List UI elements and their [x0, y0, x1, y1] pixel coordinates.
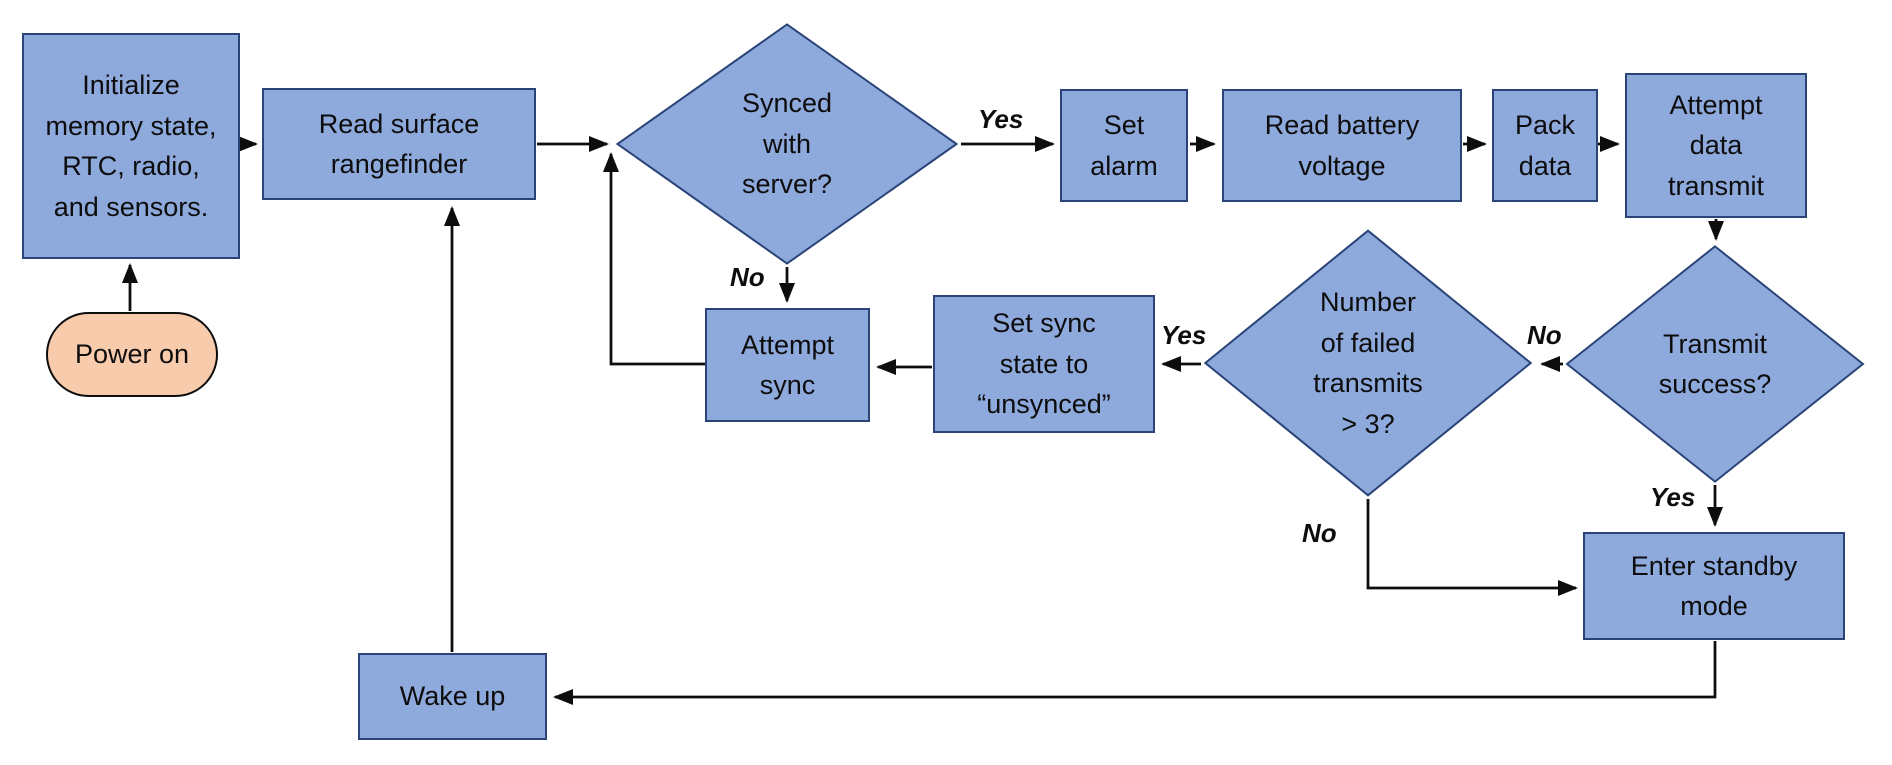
diamond-shape — [1564, 244, 1866, 484]
edge-standby-to-wake-up — [553, 641, 1717, 705]
node-power-on: Power on — [46, 312, 218, 397]
node-wake-up: Wake up — [358, 653, 547, 740]
edge-label-success-yes: Yes — [1650, 482, 1696, 512]
edge-failed-no-to-standby — [1366, 499, 1578, 596]
node-read-battery: Read battery voltage — [1222, 89, 1462, 202]
node-initialize: Initialize memory state, RTC, radio, and… — [22, 33, 240, 259]
node-set-sync-state-label: Set sync state to “unsynced” — [977, 308, 1111, 420]
node-set-alarm: Set alarm — [1060, 89, 1188, 202]
node-set-alarm-label: Set alarm — [1090, 110, 1158, 181]
node-enter-standby-label: Enter standby mode — [1630, 550, 1798, 622]
node-attempt-sync-label: Attempt sync — [740, 329, 835, 401]
node-enter-standby: Enter standby mode — [1583, 532, 1845, 640]
diamond-shape — [614, 22, 960, 266]
decision-synced-label: Synced with server? — [741, 88, 833, 200]
decision-transmit-success-label: Transmit success? — [1658, 328, 1772, 400]
node-attempt-sync: Attempt sync — [705, 308, 870, 422]
edge-label-failed-no: No — [1302, 518, 1337, 548]
decision-failed-transmits-label: Number of failed transmits > 3? — [1313, 287, 1423, 439]
node-attempt-transmit-label: Attempt data transmit — [1667, 89, 1765, 201]
edge-label-failed-yes: Yes — [1161, 320, 1207, 350]
edge-label-synced-yes: Yes — [978, 104, 1024, 134]
decision-failed-transmits: Number of failed transmits > 3? — [1202, 228, 1534, 498]
edge-label-synced-no: No — [730, 262, 765, 292]
diamond-shape — [1202, 228, 1534, 498]
decision-synced-with-server: Synced with server? — [614, 22, 960, 266]
node-initialize-label: Initialize memory state, RTC, radio, and… — [45, 70, 217, 222]
node-read-rangefinder: Read surface rangefinder — [262, 88, 536, 200]
edge-label-success-no: No — [1527, 320, 1562, 350]
node-set-sync-state: Set sync state to “unsynced” — [933, 295, 1155, 433]
node-power-on-label: Power on — [74, 339, 190, 370]
node-attempt-transmit: Attempt data transmit — [1625, 73, 1807, 218]
decision-transmit-success: Transmit success? — [1564, 244, 1866, 484]
node-pack-data: Pack data — [1492, 89, 1598, 202]
node-wake-up-label: Wake up — [399, 681, 506, 712]
node-read-battery-label: Read battery voltage — [1264, 110, 1420, 181]
node-pack-data-label: Pack data — [1514, 110, 1576, 181]
edge-attempt-sync-loop-to-synced — [603, 152, 705, 366]
node-read-rangefinder-label: Read surface rangefinder — [318, 108, 480, 180]
